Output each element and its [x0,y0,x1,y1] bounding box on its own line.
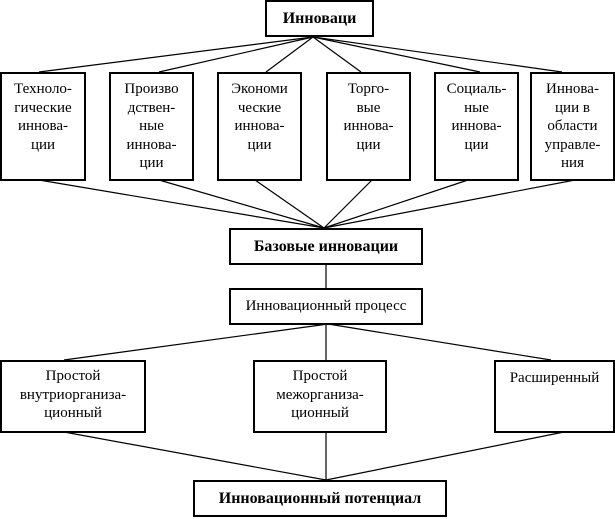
process-type-label: Простой межорганиза- ционный [276,368,364,421]
category-node: Произво дствен- ные иннова- ции [109,72,194,181]
process-type-label: Расширенный [509,370,600,386]
connector [323,179,576,229]
category-label: Техноло- гические иннова- ции [14,81,72,153]
connector [158,179,325,229]
connector [63,431,327,481]
process-type-node: Простой внутриорганиза- ционный [0,360,146,433]
connector [312,36,481,73]
category-node: Техноло- гические иннова- ции [0,72,86,181]
connector [38,36,314,73]
category-node: Социаль- ные иннова- ции [434,72,519,181]
process-type-node: Расширенный [494,360,615,433]
connector [158,36,314,73]
connector [265,36,314,73]
connector [312,36,362,73]
category-node: Иннова- ции в области управле- ния [530,72,615,181]
connector [325,431,565,481]
connector [312,36,563,73]
base-innovations-label: Базовые инновации [253,238,399,255]
top-node-label: Инноваци [282,10,357,27]
top-node: Инноваци [265,0,374,37]
process-type-label: Простой внутриорганиза- ционный [19,368,127,421]
category-label: Экономи ческие иннова- ции [231,81,288,153]
category-label: Социаль- ные иннова- ции [446,81,507,153]
connector [38,179,325,229]
category-node: Торго- вые иннова- ции [326,72,411,181]
category-node: Экономи ческие иннова- ции [217,72,302,181]
base-innovations-node: Базовые инновации [229,228,423,265]
connector [63,323,329,361]
category-label: Произво дствен- ные иннова- ции [124,81,179,171]
process-type-node: Простой межорганиза- ционный [253,360,387,433]
innovation-process-node: Инновационный процесс [229,288,423,325]
connector [323,179,373,229]
connector [323,179,469,229]
innovation-potential-label: Инновационный потенциал [218,490,422,507]
innovation-potential-node: Инновационный потенциал [193,480,447,517]
category-label: Иннова- ции в области управле- ния [544,81,601,171]
category-label: Торго- вые иннова- ции [343,81,394,153]
connector [327,323,552,361]
connector [254,179,325,229]
innovation-process-label: Инновационный процесс [245,298,407,314]
